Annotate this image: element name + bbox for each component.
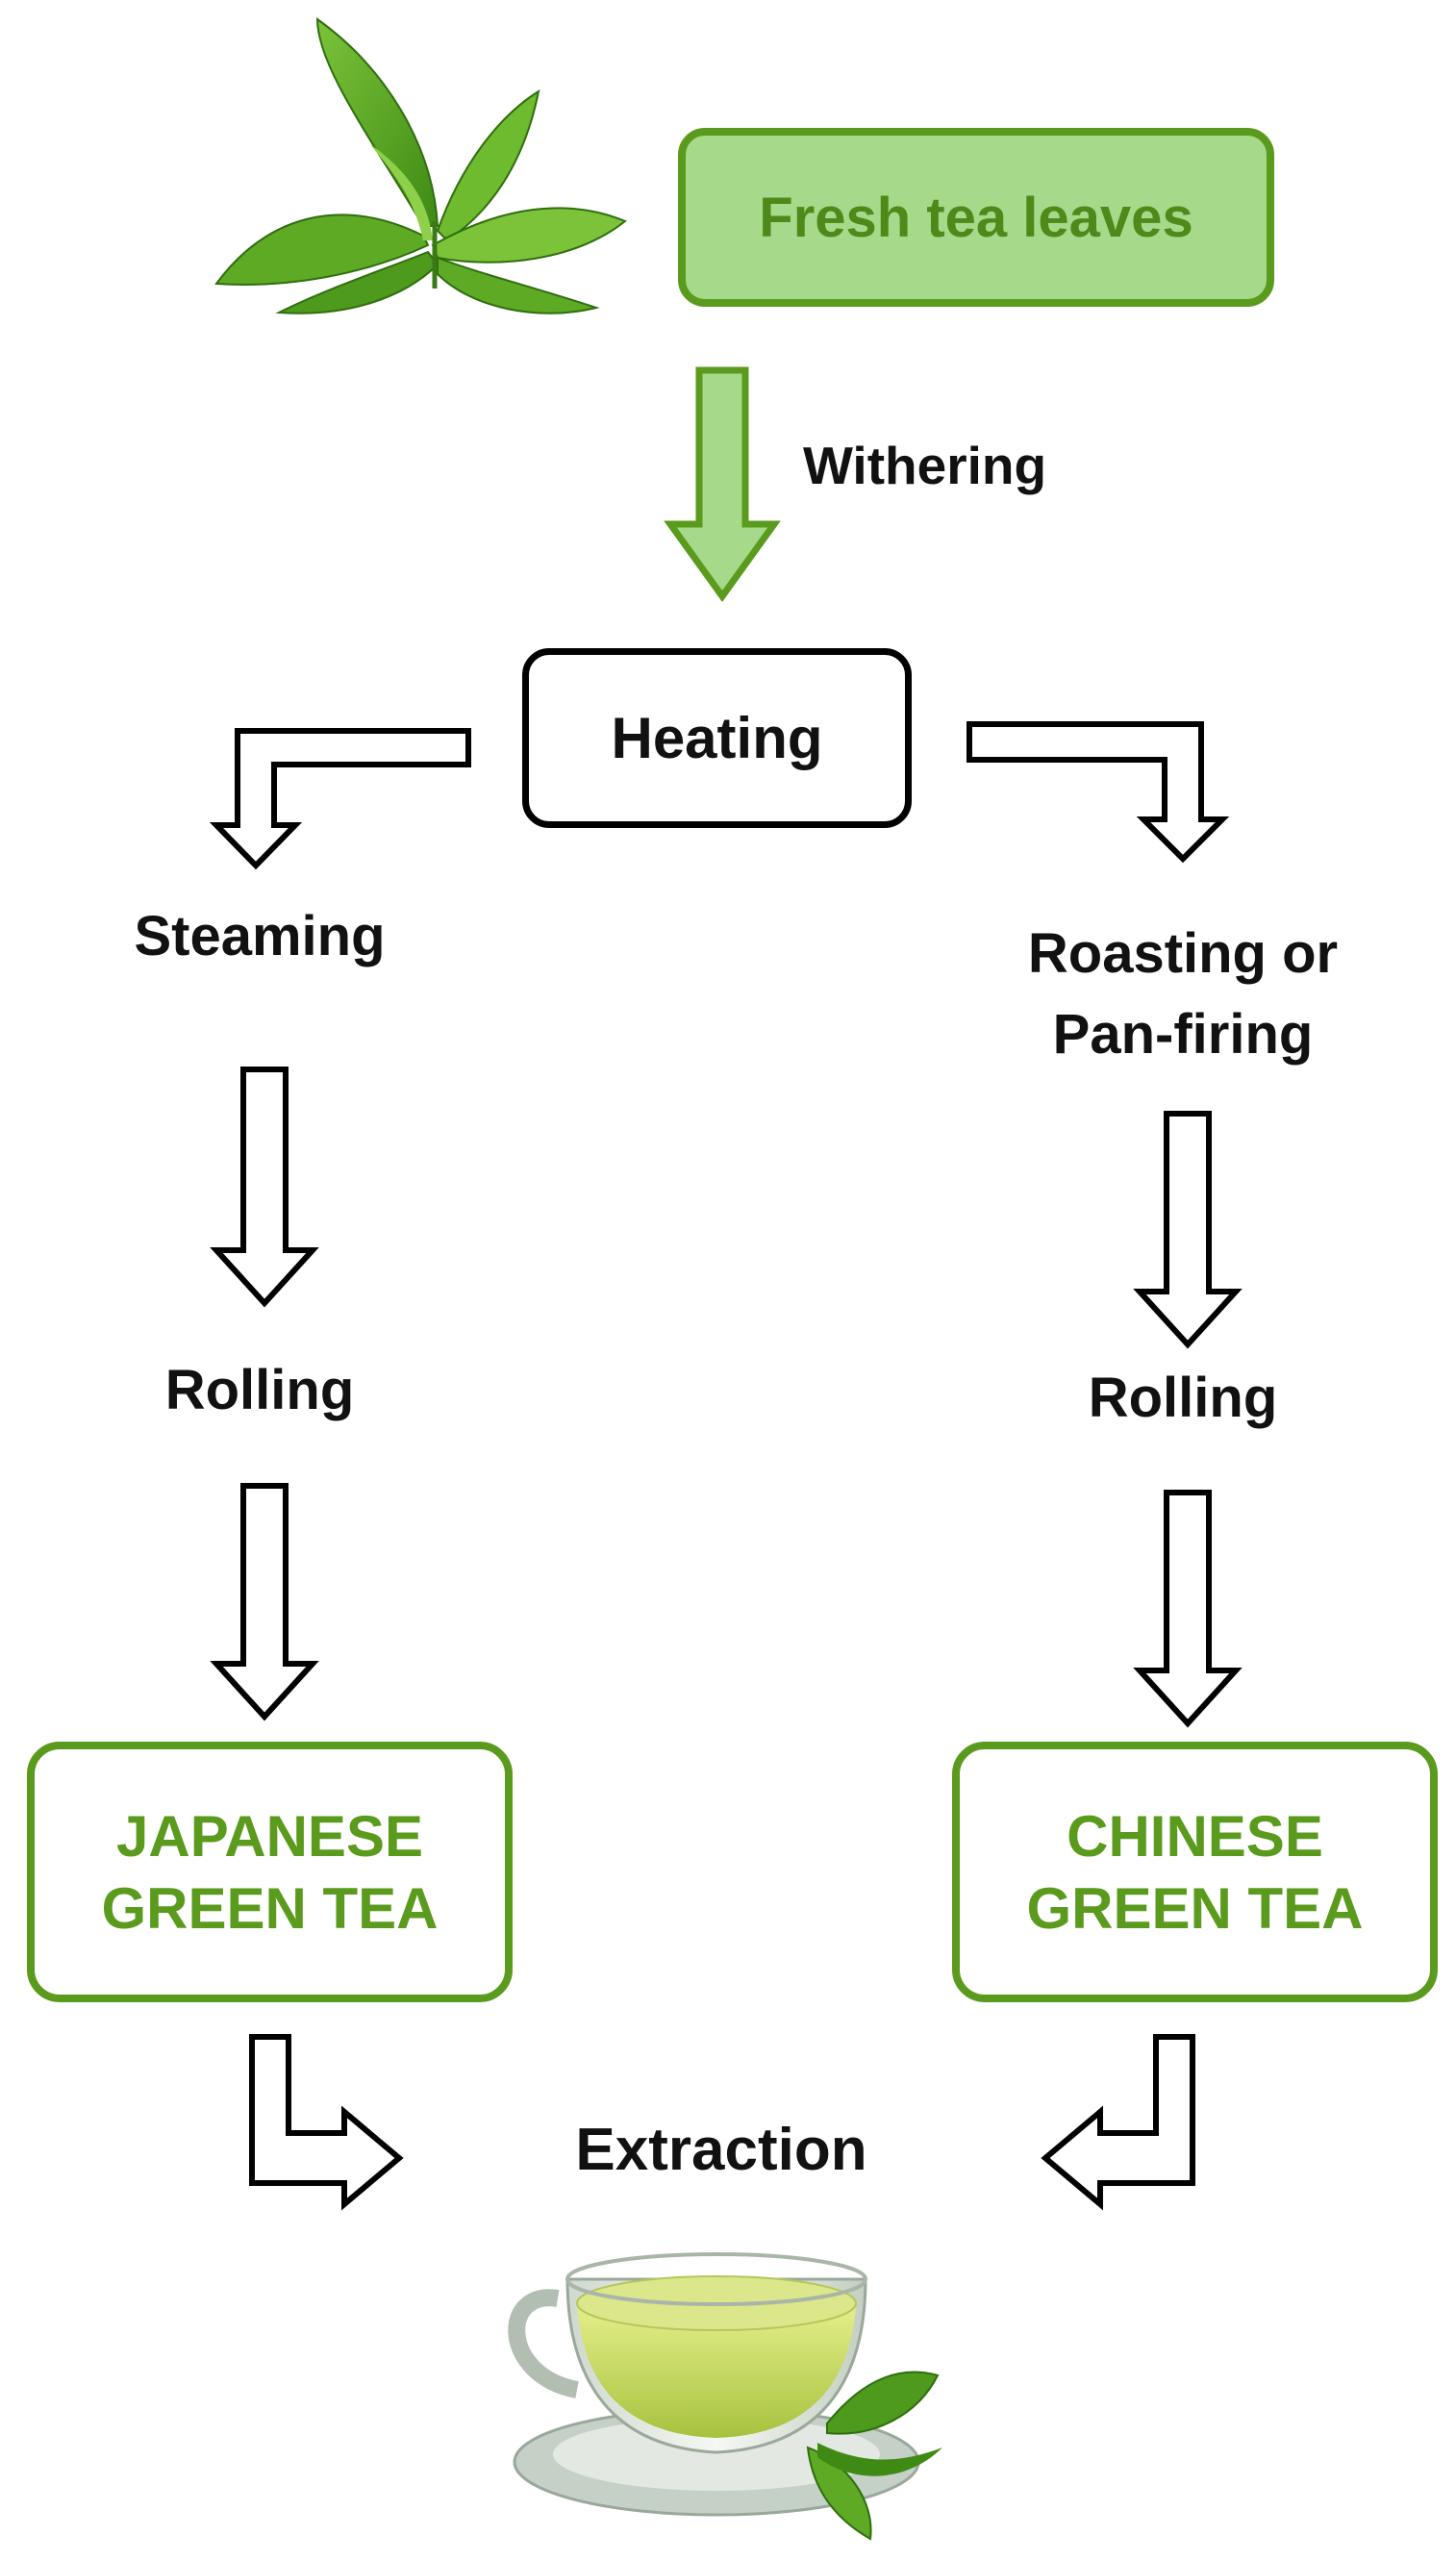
- chinese-green-tea-box: CHINESE GREEN TEA: [952, 1742, 1438, 2002]
- arrow-roasting-to-rolling: [1133, 1111, 1243, 1349]
- japanese-label-line2: GREEN TEA: [101, 1875, 439, 1941]
- heating-label: Heating: [611, 706, 823, 770]
- chinese-label-line1: CHINESE: [1067, 1803, 1323, 1869]
- roasting-label-line1: Roasting or: [1027, 922, 1339, 985]
- roasting-label: Roasting or Pan-firing: [962, 914, 1404, 1075]
- arrow-rolling-to-japanese: [210, 1483, 319, 1721]
- withering-arrow: [664, 366, 781, 602]
- japanese-label-line1: JAPANESE: [116, 1803, 423, 1869]
- rolling-left-label: Rolling: [164, 1359, 355, 1421]
- fresh-tea-leaves-label: Fresh tea leaves: [759, 186, 1193, 249]
- japanese-green-tea-box: JAPANESE GREEN TEA: [27, 1742, 513, 2002]
- fresh-tea-leaves-box: Fresh tea leaves: [678, 128, 1274, 307]
- extraction-label: Extraction: [575, 2117, 867, 2183]
- withering-label: Withering: [803, 436, 1047, 495]
- heating-box: Heating: [522, 648, 912, 828]
- arrow-heating-to-roasting: [966, 721, 1230, 864]
- arrow-rolling-to-chinese: [1133, 1490, 1243, 1728]
- arrow-chinese-to-extraction: [1041, 2034, 1195, 2211]
- chinese-label-line2: GREEN TEA: [1026, 1875, 1364, 1941]
- tea-leaves-icon: [214, 17, 627, 314]
- arrow-japanese-to-extraction: [249, 2034, 404, 2211]
- arrow-heating-to-steaming: [209, 728, 471, 870]
- roasting-label-line2: Pan-firing: [1052, 1003, 1314, 1067]
- arrow-steaming-to-rolling: [210, 1067, 319, 1308]
- steaming-label: Steaming: [134, 905, 386, 967]
- rolling-right-label: Rolling: [1088, 1367, 1278, 1429]
- tea-cup-icon: [508, 2252, 942, 2541]
